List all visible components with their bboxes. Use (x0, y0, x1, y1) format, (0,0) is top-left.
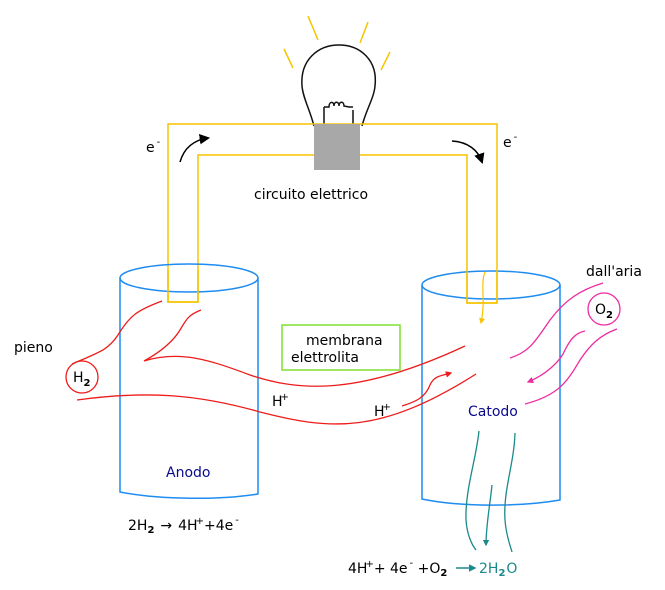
cathode-label: Catodo (468, 404, 518, 420)
h2-molecule-circle (65, 360, 99, 394)
proton-arrow-icon (401, 371, 453, 407)
membrane-box (281, 324, 401, 371)
water-flow-path (504, 432, 516, 553)
h2-flow-path (71, 300, 163, 365)
water-flow-path (465, 430, 480, 551)
light-bulb-icon (301, 44, 376, 127)
light-ray (283, 48, 294, 69)
oxygen-flow (509, 282, 618, 405)
water-product: 2H2O (479, 561, 517, 579)
cathode-body (421, 285, 561, 506)
anode-equation: 2H2→4H++4e- (128, 515, 239, 536)
proton-label: H+ (374, 402, 391, 420)
bulb-filament-support (323, 107, 354, 124)
anode-label: Anodo (166, 465, 210, 481)
h2-flow-path (76, 373, 477, 425)
h2-label: H2 (73, 370, 91, 389)
o2-flow-path (509, 282, 604, 359)
light-rays-icon (283, 15, 391, 71)
water-flow-arrow-icon (482, 484, 493, 547)
circuit-label: circuito elettrico (254, 187, 368, 203)
h2-flow-path (143, 309, 466, 387)
hydrogen-flow (71, 300, 477, 425)
electron-flow-arrow-right-icon (451, 140, 485, 164)
light-ray (307, 15, 319, 41)
o2-molecule-circle (587, 292, 621, 326)
electron-into-cathode-arrow-icon (479, 271, 486, 325)
anode-cylinder (119, 263, 259, 499)
membrane-label-line2: elettrolita (291, 350, 359, 366)
anode-top (119, 263, 259, 293)
o2-flow-path (524, 328, 618, 405)
cathode-cylinder (421, 270, 561, 506)
cathode-top (421, 270, 561, 300)
bulb-glass (301, 44, 376, 127)
bulb-filament (324, 101, 353, 108)
light-ray (380, 51, 391, 71)
anode-body (119, 278, 259, 499)
o2-label: O2 (595, 302, 613, 321)
light-ray (359, 21, 369, 44)
water-flow (465, 430, 516, 553)
pieno-label: pieno (14, 340, 53, 356)
cathode-equation: 4H++ 4e- +O2 (348, 558, 447, 579)
dall-aria-label: dall'aria (586, 264, 642, 280)
electron-flow-arrow-left-icon (179, 133, 211, 163)
anode-electrode (167, 270, 199, 303)
membrane-label-line1: membrana (306, 333, 383, 349)
electron-label-left: e- (146, 137, 161, 156)
electron-label-right: e- (503, 132, 518, 151)
bulb-socket (314, 124, 360, 170)
o2-flow-arrow-icon (526, 330, 586, 384)
cathode-electrode (466, 270, 498, 304)
proton-label: H+ (272, 392, 289, 410)
